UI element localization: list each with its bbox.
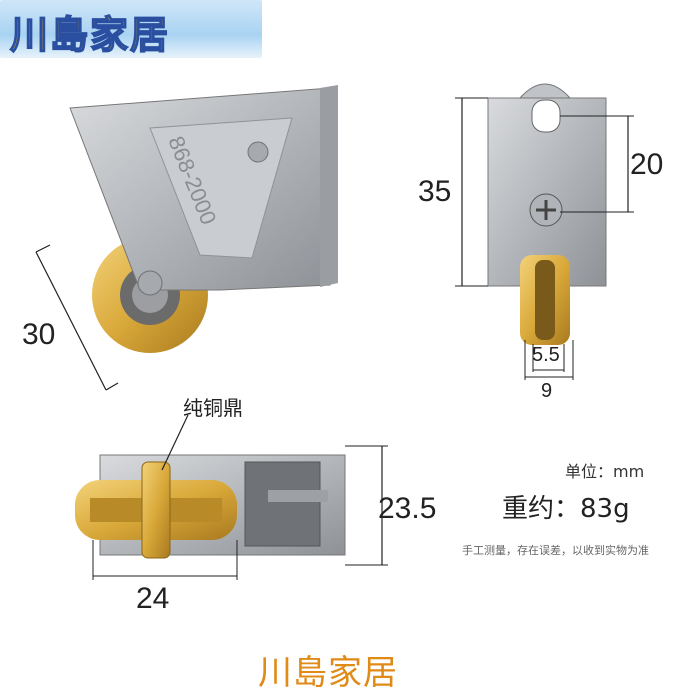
bottom-view (75, 414, 388, 580)
front-hole (531, 99, 561, 133)
dim-bottom-width: 24 (136, 582, 170, 615)
logo-text: 川島家居 (9, 12, 171, 58)
dim-side-diameter: 30 (22, 318, 56, 351)
logo-banner: 川島家居 (0, 0, 262, 58)
brand-footer: 川島家居 (258, 653, 398, 693)
dim-front-hole: 20 (630, 148, 664, 181)
dim-bottom-height: 23.5 (378, 492, 437, 525)
front-view (455, 83, 634, 380)
dim-front-inner: 5.5 (532, 344, 560, 366)
callout-pure-copper: 纯铜鼎 (183, 396, 243, 420)
dim-front-height: 35 (418, 175, 452, 208)
spec-note: 手工测量，存在误差，以收到实物为准 (462, 544, 649, 557)
spec-unit: 单位：mm (565, 462, 645, 481)
dim-front-outer: 9 (541, 380, 553, 402)
spec-weight: 重约：83g (502, 494, 630, 524)
side-view: 868-2000 (35, 85, 338, 391)
